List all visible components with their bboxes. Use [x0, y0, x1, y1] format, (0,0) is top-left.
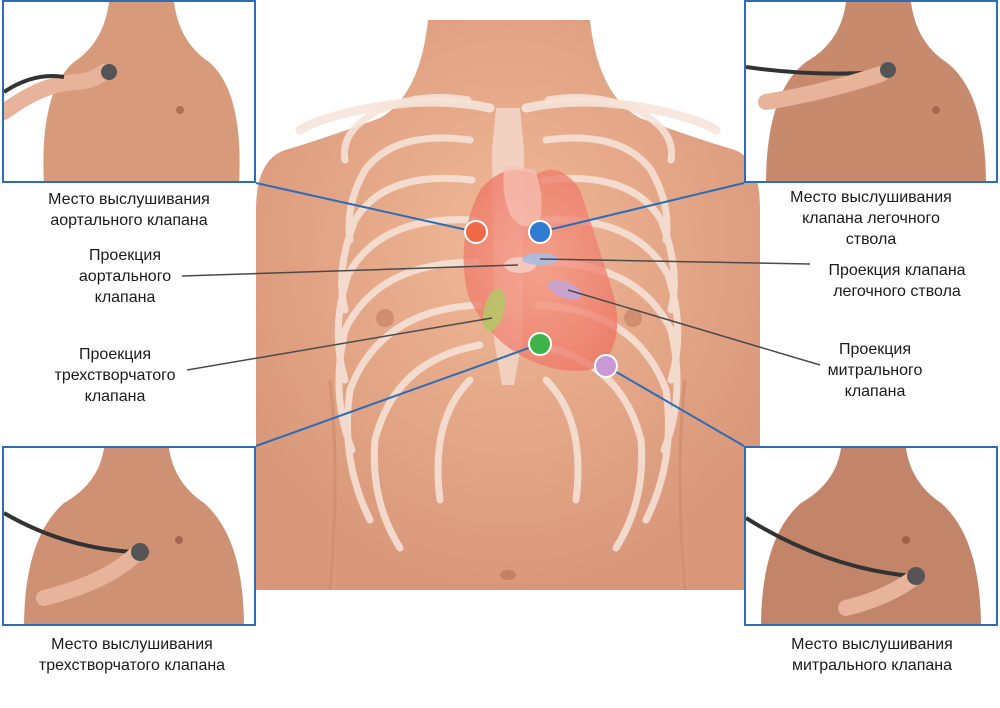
tricuspid-site-photo [2, 446, 256, 626]
aortic-site-label: Место выслушивания аортального клапана [48, 191, 210, 229]
mitral-marker [594, 354, 618, 378]
mitral-site-label: Место выслушивания митрального клапана [791, 636, 953, 674]
aortic-marker [464, 220, 488, 244]
tricuspid-projection-label: Проекция трехстворчатого клапана [54, 346, 176, 405]
mitral-valve-projection [547, 280, 583, 300]
mitral-projection-label: Проекция митрального клапана [827, 341, 923, 400]
pulmonary-marker [528, 220, 552, 244]
tricuspid-site-label: Место выслушивания трехстворчатого клапа… [38, 636, 226, 674]
mitral-site-photo [744, 446, 998, 626]
heart [463, 170, 618, 371]
tricuspid-marker [528, 332, 552, 356]
pulmonary-site-label: Место выслушивания клапана легочного ств… [790, 189, 952, 248]
tricuspid-valve-projection [482, 288, 506, 332]
pulmonary-site-photo [744, 0, 998, 183]
aortic-site-photo [2, 0, 256, 183]
pulmonary-projection-label: Проекция клапана легочного ствола [828, 262, 966, 300]
aortic-projection-label: Проекция аортального клапана [78, 247, 172, 306]
